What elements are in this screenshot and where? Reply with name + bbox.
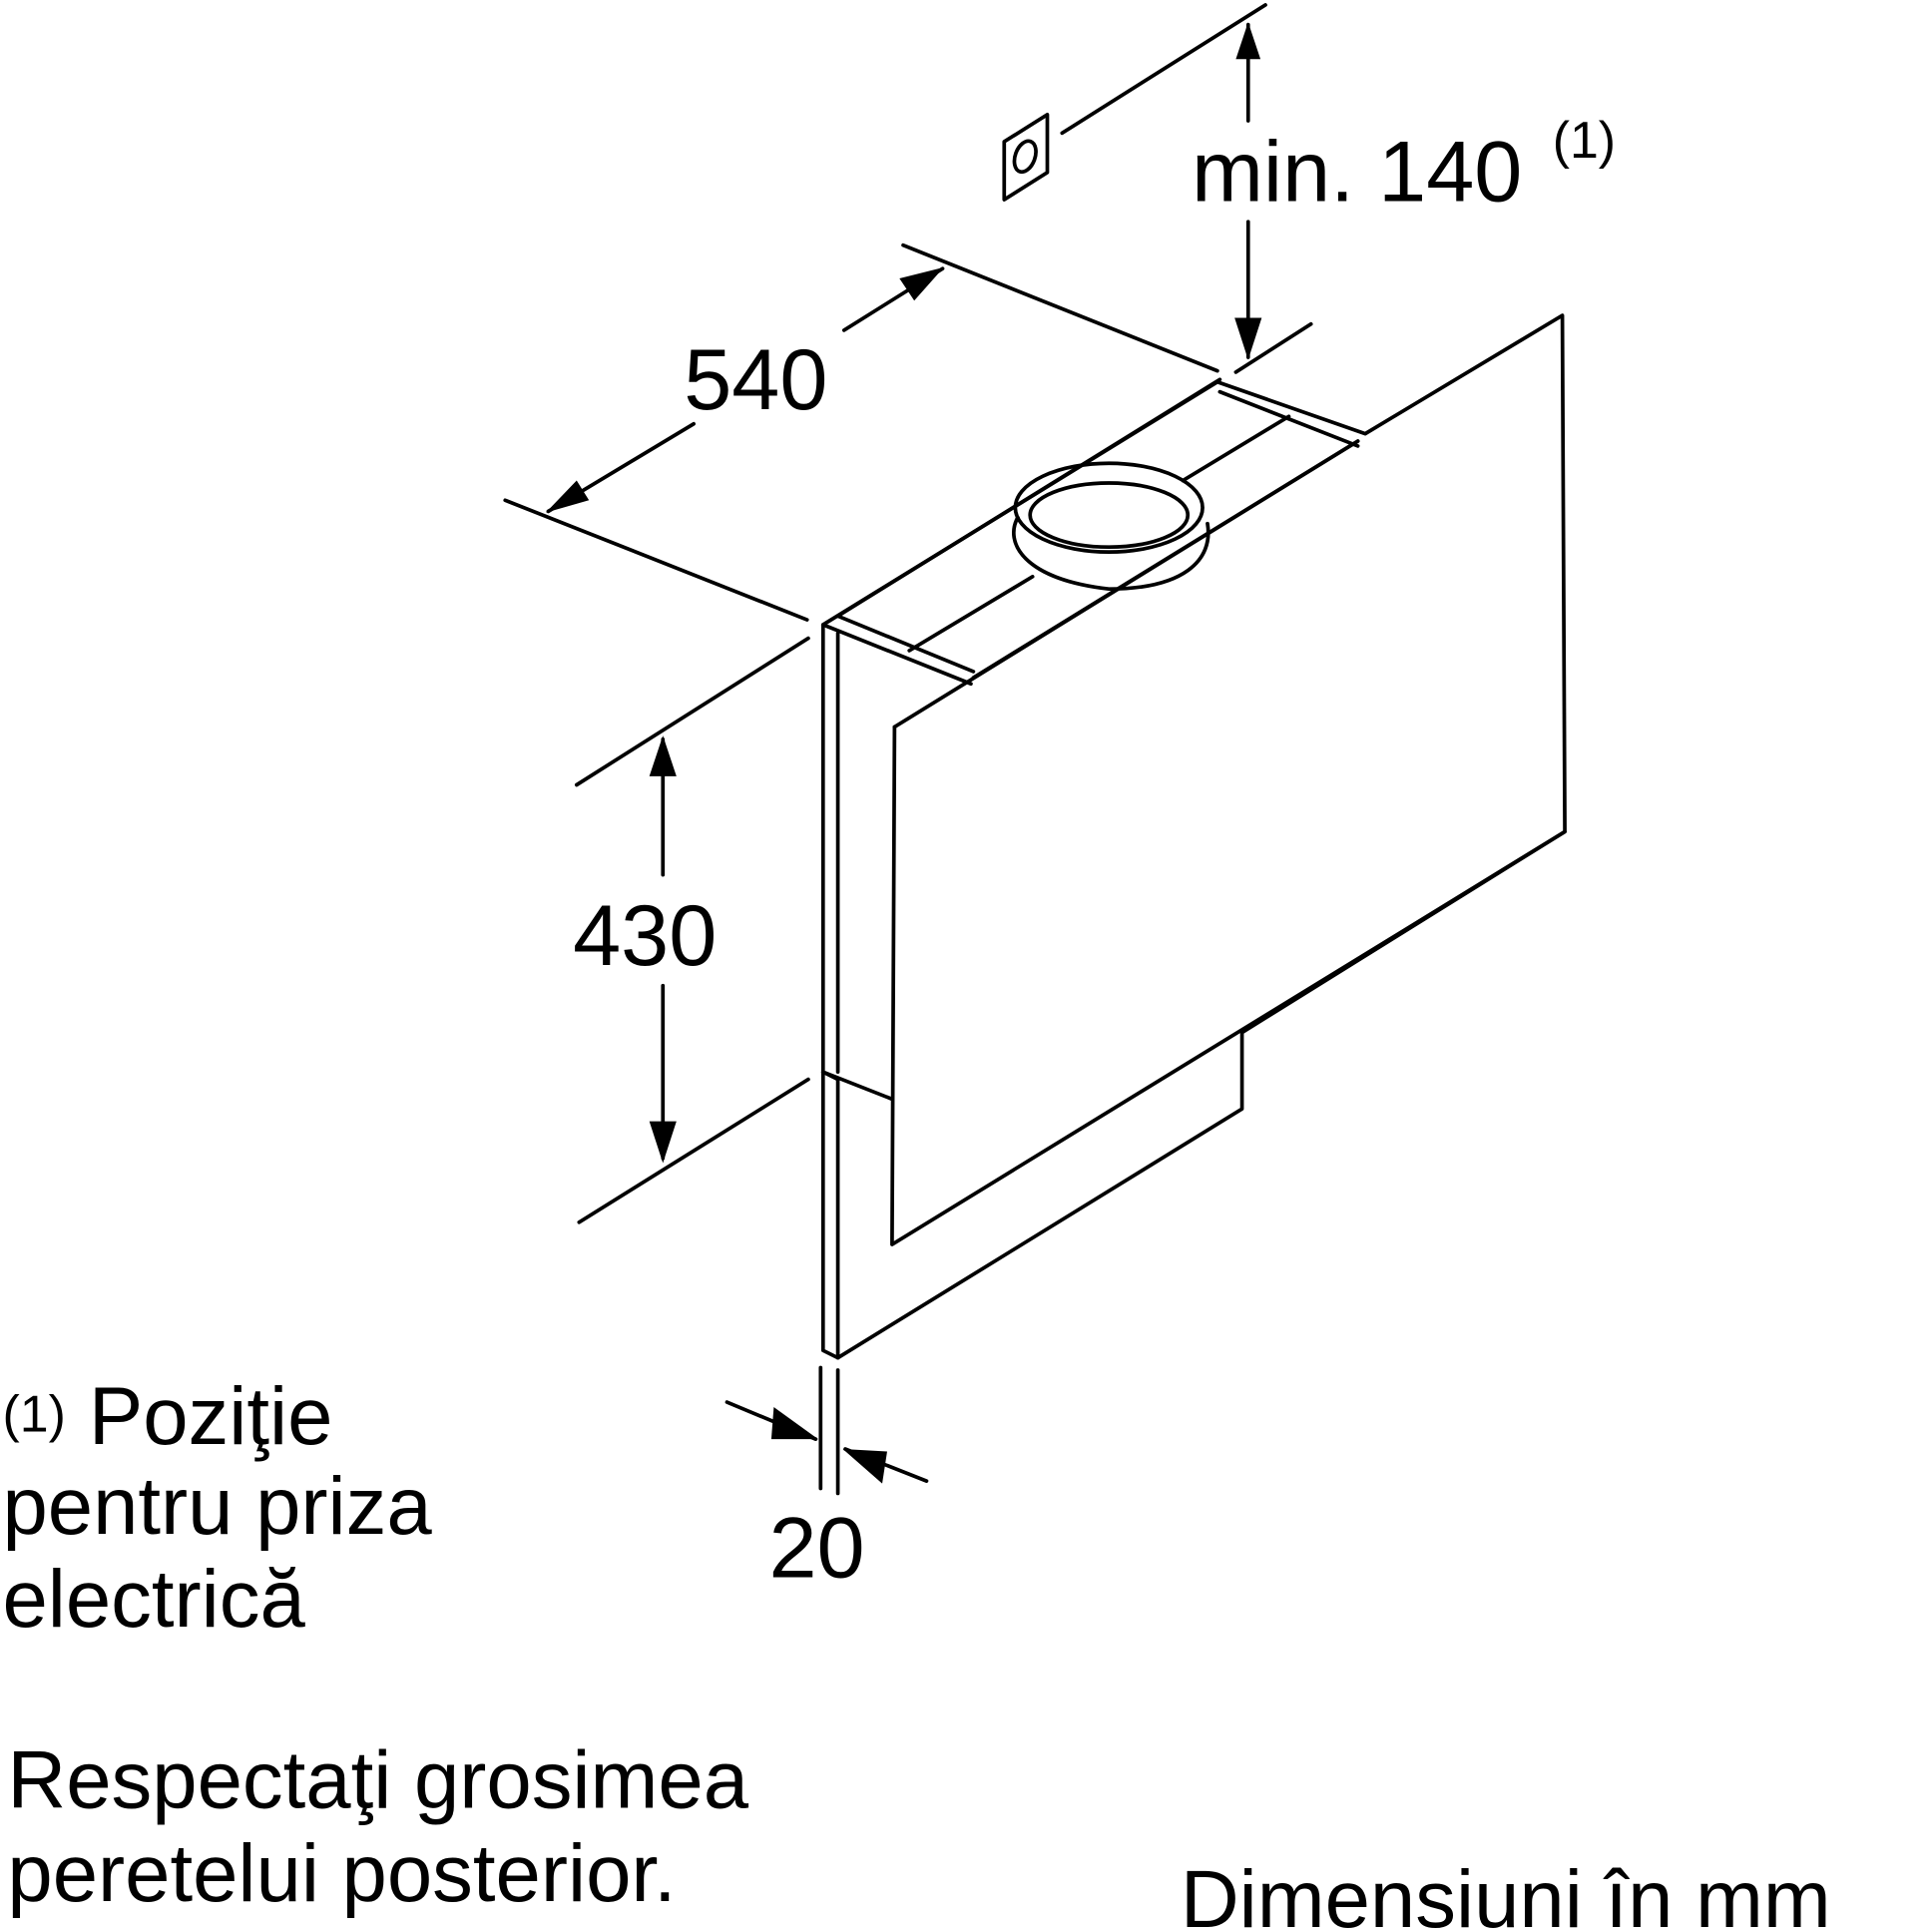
footnote-line-1: Poziţie — [89, 1371, 333, 1462]
power-socket-icon — [1002, 112, 1050, 202]
footnote-line-3: electrică — [2, 1554, 305, 1645]
thickness-20-label: 20 — [768, 1500, 864, 1596]
cooker-hood-outline — [820, 313, 1567, 1360]
width-540-dimension — [503, 242, 1219, 622]
min-140-label: min. 140 — [1192, 124, 1522, 220]
min-140-footnote: (1) — [1553, 111, 1616, 169]
note-line-2: peretelui posterior. — [7, 1828, 676, 1919]
units-label: Dimensiuni în mm — [1181, 1854, 1831, 1932]
note-line-1: Respectaţi grosimea — [7, 1734, 748, 1825]
width-540-label: 540 — [684, 332, 827, 428]
height-430-dimension — [574, 636, 810, 1224]
thickness-20-dimension — [724, 1365, 929, 1496]
socket-extension-line — [1060, 3, 1267, 136]
footnote-line-2: pentru priza — [2, 1461, 432, 1552]
height-430-label: 430 — [573, 888, 717, 984]
footnote-marker: (1) — [2, 1385, 65, 1443]
min-140-dimension — [1233, 22, 1313, 374]
